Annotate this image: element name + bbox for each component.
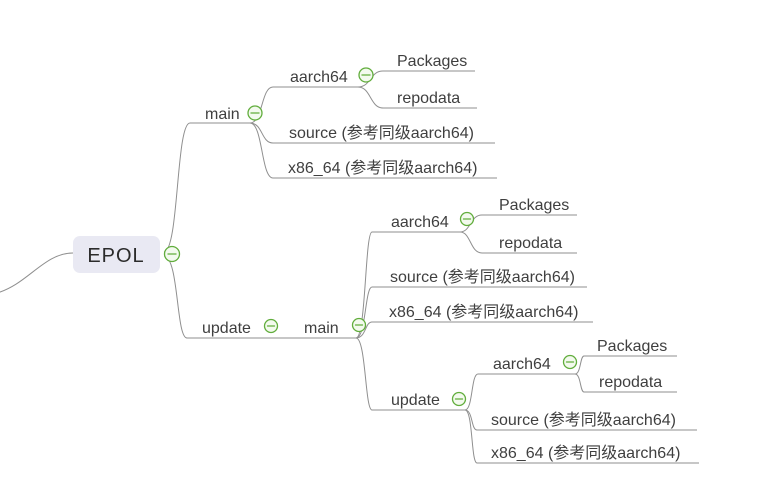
node-main-1-aarch64-repodata-label[interactable]: repodata [397, 90, 460, 107]
collapse-minus-icon-root[interactable] [163, 245, 181, 263]
edge-root-incoming [0, 252, 74, 293]
edge-update-2-x86 [464, 409, 699, 464]
collapse-minus-icon-update-2-aarch64[interactable] [562, 354, 578, 370]
collapse-minus-icon-update-1-main[interactable] [351, 317, 367, 333]
node-epol-box[interactable] [73, 236, 160, 273]
edge-update-1-main-aarch64 [355, 231, 460, 339]
edge-update-1-main-update [355, 337, 465, 411]
node-update-1-main-label[interactable]: main [304, 320, 339, 337]
edge-main-1-aarch64-repodata [357, 86, 477, 109]
node-update-1-main-aarch64-label[interactable]: aarch64 [391, 214, 449, 231]
node-update-2-aarch64-repodata-label[interactable]: repodata [599, 374, 662, 391]
node-main-1-label[interactable]: main [205, 106, 240, 123]
node-epol-label: EPOL [87, 245, 144, 267]
node-main-1-x86-label[interactable]: x86_64 (参考同级aarch64) [288, 159, 477, 177]
node-update-2-x86-label[interactable]: x86_64 (参考同级aarch64) [491, 444, 680, 462]
edge-update-1-main-aarch64-repodata [459, 231, 577, 254]
edge-update-2-aarch64-repodata [574, 373, 677, 393]
edge-main-1-aarch64-packages [357, 70, 475, 88]
edge-update-2-aarch64 [464, 373, 575, 411]
collapse-minus-icon-update-1-main-aarch64[interactable] [459, 211, 475, 227]
node-update-1-label[interactable]: update [202, 320, 251, 337]
collapse-minus-icon-update-1[interactable] [263, 318, 279, 334]
edge-update-1-main-source [355, 286, 587, 339]
node-epol[interactable]: EPOL [73, 236, 160, 273]
collapse-minus-icon-main-1-aarch64[interactable] [358, 67, 374, 83]
node-update-1-main-source-label[interactable]: source (参考同级aarch64) [390, 268, 575, 286]
edge-main-1-aarch64 [249, 86, 358, 124]
edge-main-1-source [249, 122, 495, 144]
node-update-1-main-x86-label[interactable]: x86_64 (参考同级aarch64) [389, 303, 578, 321]
edge-update-1-main-aarch64-packages [459, 214, 577, 233]
edge-update-2-source [464, 409, 697, 431]
node-update-1-main-aarch64-packages-label[interactable]: Packages [499, 197, 569, 214]
edge-update-1-main-x86 [355, 321, 593, 339]
edge-main-1 [163, 122, 250, 253]
collapse-minus-icon-update-2[interactable] [451, 391, 467, 407]
edge-main-1-x86 [249, 122, 497, 179]
node-update-2-aarch64-label[interactable]: aarch64 [493, 356, 551, 373]
node-update-1-main-aarch64-repodata-label[interactable]: repodata [499, 235, 562, 252]
node-update-2-aarch64-packages-label[interactable]: Packages [597, 338, 667, 355]
node-main-1-source-label[interactable]: source (参考同级aarch64) [289, 124, 474, 142]
node-main-1-aarch64-label[interactable]: aarch64 [290, 69, 348, 86]
collapse-minus-icon-main-1[interactable] [247, 105, 263, 121]
node-update-2-label[interactable]: update [391, 392, 440, 409]
node-update-2-source-label[interactable]: source (参考同级aarch64) [491, 411, 676, 429]
node-main-1-aarch64-packages-label[interactable]: Packages [397, 53, 467, 70]
edge-update-2-aarch64-packages [574, 355, 677, 375]
